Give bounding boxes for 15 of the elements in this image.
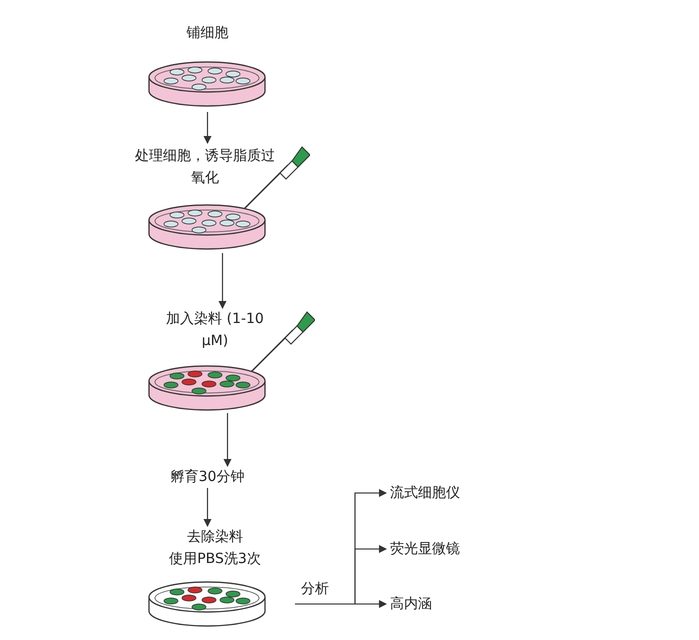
arrow <box>218 253 226 309</box>
arrow <box>204 112 212 144</box>
arrow <box>204 488 212 527</box>
step-label: 铺细胞 <box>186 24 230 43</box>
step-label: 加入染料 (1-10 μM) <box>165 310 265 351</box>
step-label: 高内涵 <box>390 595 433 614</box>
arrow <box>224 413 232 467</box>
edge-label: 分析 <box>299 580 331 598</box>
step-label: 荧光显微镜 <box>390 540 461 559</box>
step-label: 流式细胞仪 <box>390 484 461 503</box>
step-label: 使用PBS洗3次 <box>168 550 262 569</box>
step-label: 处理细胞，诱导脂质过氧化 <box>134 147 276 188</box>
arrow <box>295 600 387 608</box>
step-label: 孵育30分钟 <box>170 468 246 487</box>
step-label: 去除染料 <box>186 528 244 547</box>
